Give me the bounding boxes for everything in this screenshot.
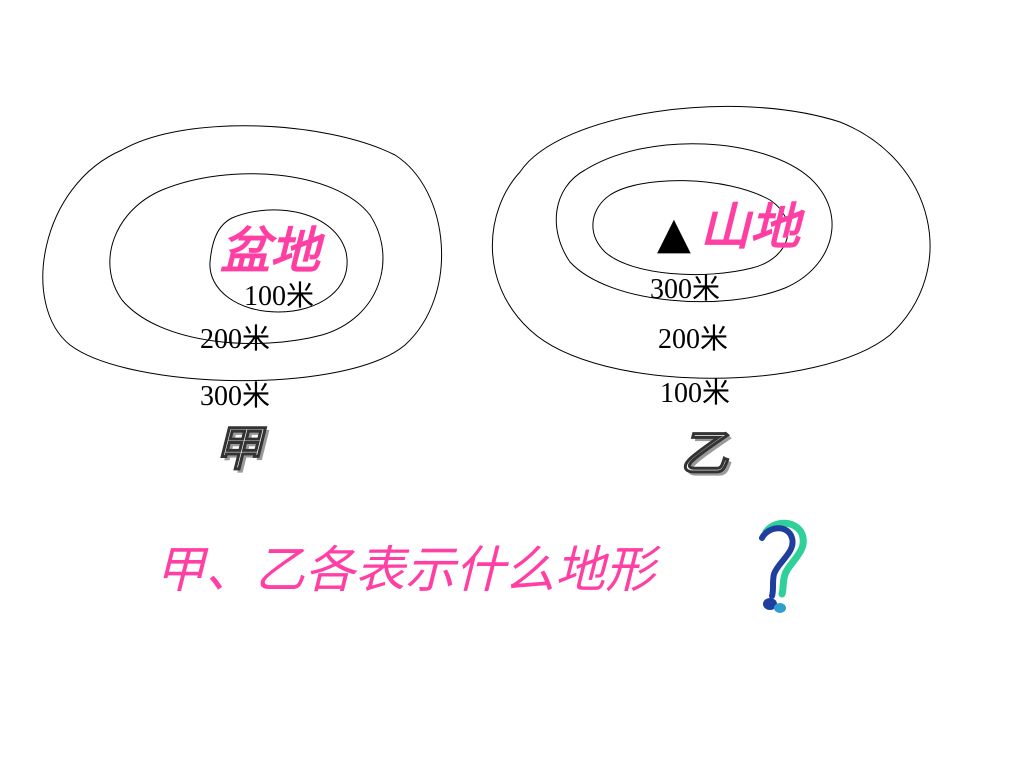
question-mark-icon bbox=[759, 519, 807, 613]
left-map-name: 甲 bbox=[213, 421, 263, 477]
question-mark-curve-blue bbox=[759, 525, 796, 599]
left-contour-middle bbox=[109, 173, 384, 344]
right-contour-middle bbox=[555, 143, 833, 303]
left-elevation-inner: 100米 bbox=[244, 281, 315, 312]
left-contour-outer bbox=[42, 125, 443, 382]
left-elevation-middle: 200米 bbox=[200, 324, 271, 355]
right-contour-outer bbox=[491, 105, 931, 379]
left-elevation-outer: 300米 bbox=[200, 381, 271, 412]
left-terrain-label: 盆地 bbox=[220, 222, 320, 280]
right-elevation-inner: 300米 bbox=[650, 274, 721, 305]
question-text: 甲、乙各表示什么地形 bbox=[155, 541, 655, 599]
right-map-name: 乙 bbox=[679, 426, 729, 482]
peak-triangle-icon: ▲ bbox=[657, 208, 691, 259]
question-mark-curve-green bbox=[762, 519, 807, 598]
right-contour-map bbox=[491, 105, 931, 379]
right-contour-inner bbox=[592, 180, 789, 276]
question-mark-dot-teal bbox=[774, 603, 786, 613]
right-elevation-outer: 100米 bbox=[660, 378, 731, 409]
left-contour-map bbox=[42, 125, 443, 382]
left-contour-inner bbox=[209, 209, 348, 313]
right-terrain-label: 山地 bbox=[700, 198, 800, 256]
right-elevation-middle: 200米 bbox=[658, 324, 729, 355]
question-mark-dot-blue bbox=[763, 598, 777, 610]
